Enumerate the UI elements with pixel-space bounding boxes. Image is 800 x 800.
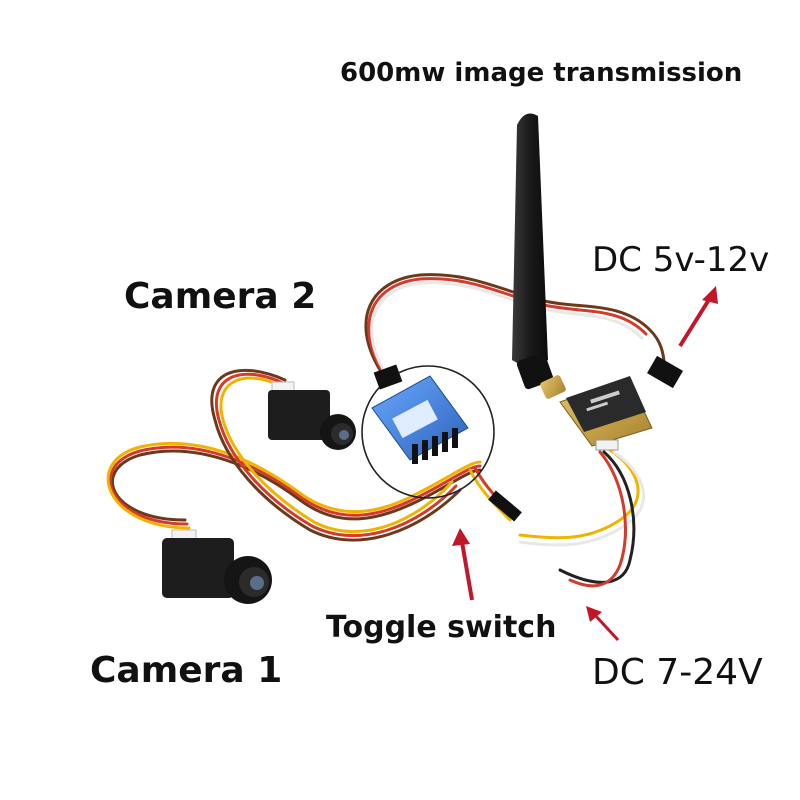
video-transmitter xyxy=(559,376,653,451)
wire-bundle-power xyxy=(518,448,645,588)
toggle-switch-label: Toggle switch xyxy=(326,610,557,645)
arrow-toggle xyxy=(452,528,474,601)
arrow-dc-high xyxy=(586,606,620,642)
product-title-label: 600mw image transmission xyxy=(340,58,743,88)
camera-2-label: Camera 2 xyxy=(124,276,317,317)
toggle-switch-module xyxy=(361,364,522,522)
camera-1 xyxy=(162,529,272,604)
wire-bundle-camera2 xyxy=(210,368,462,542)
camera-2 xyxy=(268,381,356,450)
dc-low-voltage-label: DC 5v-12v xyxy=(592,240,770,280)
dc-high-voltage-label: DC 7-24V xyxy=(592,652,763,693)
dc-connector-low xyxy=(647,355,683,389)
antenna xyxy=(512,113,566,399)
camera-1-label: Camera 1 xyxy=(90,650,283,691)
header-pins xyxy=(412,428,458,464)
arrow-dc-low xyxy=(678,286,718,348)
